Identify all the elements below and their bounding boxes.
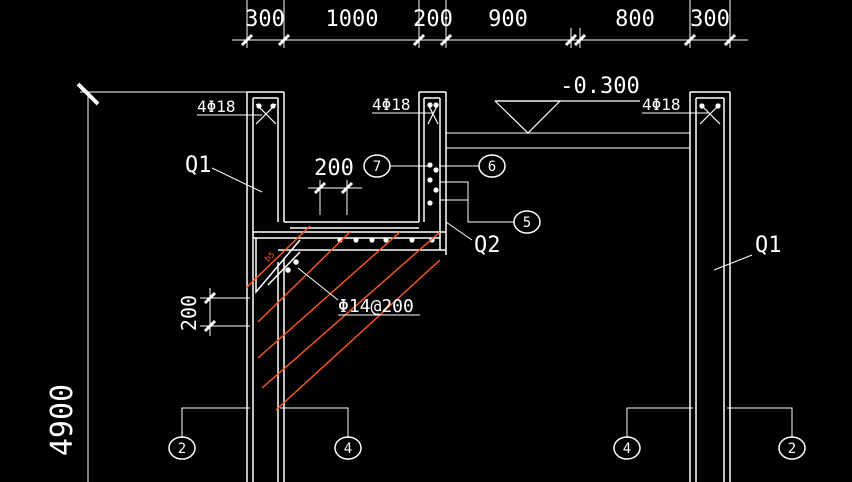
grid-bubble-right-inner-text: 4 <box>623 441 631 457</box>
elevation-marker <box>494 100 640 134</box>
dim-top-800: 800 <box>615 7 655 32</box>
bubble-6: 6 <box>440 154 506 178</box>
grid-bubble-left-outer: 2 <box>168 436 196 460</box>
dim-top-900: 900 <box>488 7 528 32</box>
grid-bubble-right-outer-text: 2 <box>788 441 796 457</box>
inner-dimension-200 <box>308 180 362 215</box>
dim-top-1000: 1000 <box>326 7 379 32</box>
top-dimension-ticks <box>240 33 737 47</box>
slab-lines <box>446 132 690 149</box>
right-wall-corner-bars <box>699 103 721 125</box>
bubble-7-text: 7 <box>373 159 381 175</box>
dim-vertical-200: 200 <box>177 295 201 331</box>
bubble-7: 7 <box>363 154 430 178</box>
grid-bubble-right-inner: 4 <box>613 436 641 460</box>
leader-q1-right <box>713 254 753 271</box>
dim-inner-200: 200 <box>314 156 354 181</box>
rebar-label-middle: 4Φ18 <box>372 95 411 114</box>
rebar-label-right: 4Φ18 <box>642 95 681 114</box>
label-q2: Q2 <box>474 233 501 258</box>
leader-q1-left <box>211 167 263 193</box>
grid-bubble-left-outer-text: 2 <box>178 441 186 457</box>
height-dimension <box>76 82 250 482</box>
orange-rebars <box>245 225 441 411</box>
bubble-6-text: 6 <box>488 159 496 175</box>
rebar-label-phi14: Φ14@200 <box>338 296 414 317</box>
middle-wall-corner-bars <box>337 102 439 243</box>
bubble-5-text: 5 <box>523 215 531 231</box>
dim-height-4900: 4900 <box>45 384 80 456</box>
leader-phi14 <box>297 267 339 301</box>
grid-leaders <box>181 407 793 438</box>
label-q1-left: Q1 <box>185 153 212 178</box>
leader-q2 <box>445 221 473 241</box>
middle-wall-q2 <box>253 91 447 255</box>
bubble-5: 5 <box>440 181 541 234</box>
label-q1-right: Q1 <box>755 233 782 258</box>
rebar-label-left: 4Φ18 <box>197 97 236 116</box>
vertical-dimension-200 <box>200 288 250 336</box>
haunch-bars-white <box>255 238 301 295</box>
dim-top-300-left: 300 <box>245 7 285 32</box>
dim-top-300-right: 300 <box>690 7 730 32</box>
left-wall-q1 <box>246 91 285 482</box>
right-wall-q1 <box>689 91 731 482</box>
dim-top-200: 200 <box>413 7 453 32</box>
left-wall-corner-bars <box>255 103 277 125</box>
grid-bubble-right-outer: 2 <box>778 436 806 460</box>
elevation-label: -0.300 <box>560 74 639 99</box>
small-orange-tag: b5 <box>263 250 277 264</box>
grid-bubble-left-inner: 4 <box>334 436 362 460</box>
grid-bubble-left-inner-text: 4 <box>344 441 352 457</box>
